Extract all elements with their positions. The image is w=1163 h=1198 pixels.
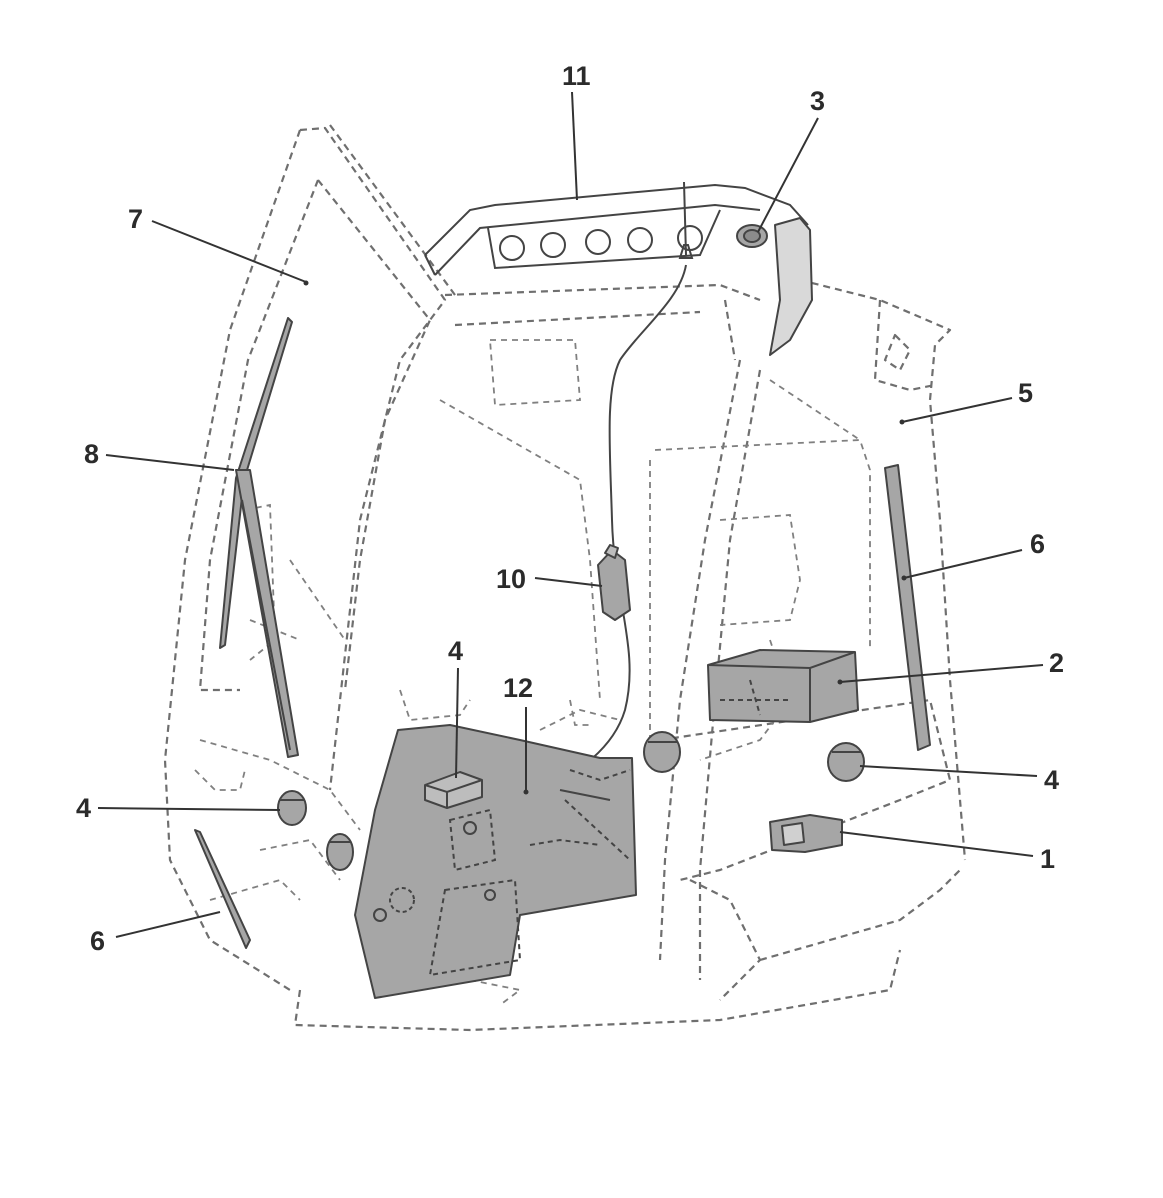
leader-6-right [903,549,1023,579]
leader-4-right [859,765,1038,777]
leader-1 [839,831,1034,857]
leader-4-left [97,807,281,811]
leader-3 [757,117,819,233]
callout-4-left: 4 [76,793,91,823]
panel-switch [424,771,483,809]
junction-box [707,649,859,723]
callout-3: 3 [810,86,825,116]
washer-pump [597,544,631,621]
wiper-arm [219,317,299,758]
callout-6-right: 6 [1030,529,1045,559]
leader-6-left [115,911,221,938]
right-seal-strip [884,464,931,751]
callout-4-right: 4 [1044,765,1059,795]
speakers [277,731,865,871]
speaker-left-lower [326,833,354,871]
leader-5 [901,397,1013,423]
control-panel [354,724,637,999]
leader-8 [105,454,235,471]
callout-7: 7 [128,204,143,234]
leader-7 [151,220,307,283]
callout-8: 8 [84,439,99,469]
leader-11 [571,91,578,201]
callout-1: 1 [1040,844,1055,874]
cab-outline [163,124,967,1032]
speaker-right [827,742,865,782]
callout-5: 5 [1018,378,1033,408]
callout-6-left: 6 [90,926,105,956]
callout-4-panel: 4 [448,636,463,666]
leader-2 [839,664,1044,683]
callout-labels: 11 3 7 5 8 6 10 4 12 2 4 4 1 6 [76,61,1064,956]
rocker-switch [769,814,843,853]
roof-light-bar [424,183,809,276]
beacon-mount [736,217,813,356]
leader-10 [534,577,603,587]
callout-12: 12 [503,673,533,703]
left-seal-strip [194,829,251,949]
callout-10: 10 [496,564,526,594]
callout-2: 2 [1049,648,1064,678]
speaker-left-pillar [277,790,307,826]
leader-4-panel [455,667,459,779]
speaker-center [643,731,681,773]
leader-lines [97,91,1044,938]
callout-11: 11 [562,61,591,91]
